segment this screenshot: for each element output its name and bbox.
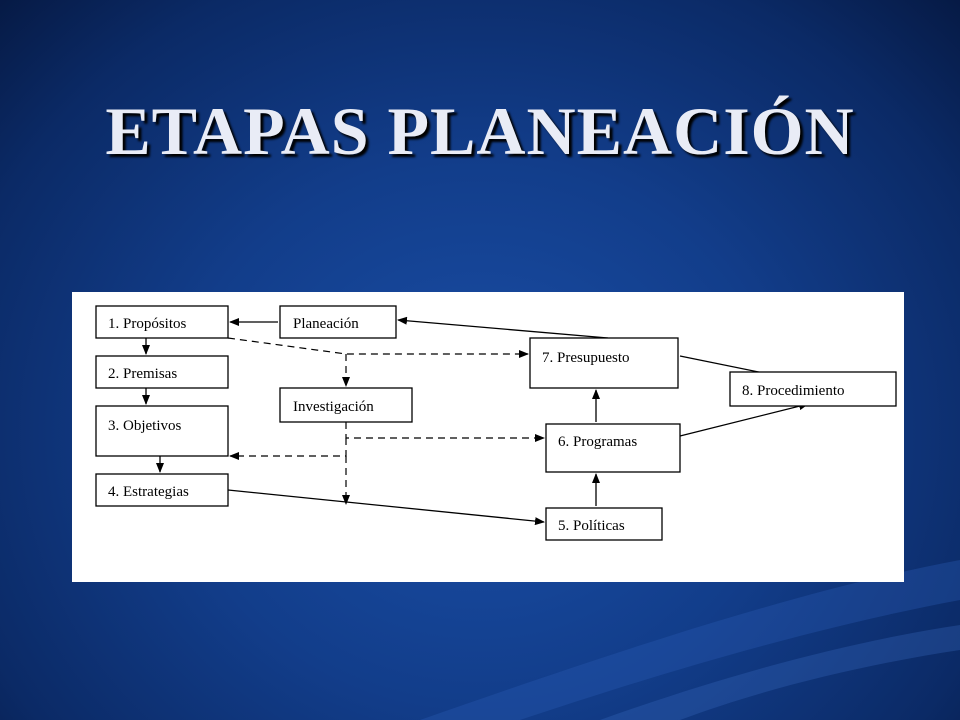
- node-label: 2. Premisas: [108, 366, 177, 382]
- diagram-panel: 1. Propósitos Planeación 2. Premisas Inv…: [72, 292, 904, 582]
- node-objetivos: 3. Objetivos: [95, 405, 229, 457]
- node-propositos: 1. Propósitos: [95, 305, 229, 339]
- node-label: Investigación: [293, 399, 374, 415]
- node-label: 3. Objetivos: [108, 418, 181, 434]
- node-label: 5. Políticas: [558, 518, 625, 534]
- node-politicas: 5. Políticas: [545, 507, 663, 541]
- node-label: Planeación: [293, 316, 359, 332]
- node-procedimiento: 8. Procedimiento: [729, 371, 897, 407]
- node-presupuesto: 7. Presupuesto: [529, 337, 679, 389]
- dashed-edges: [227, 337, 545, 505]
- edge-estrategias-politicas: [227, 489, 545, 526]
- node-label: 1. Propósitos: [108, 316, 187, 332]
- node-planeacion: Planeación: [279, 305, 397, 339]
- node-programas: 6. Programas: [545, 423, 681, 473]
- edge-programas-procedimiento: [679, 402, 809, 437]
- node-premisas: 2. Premisas: [95, 355, 229, 389]
- node-investigacion: Investigación: [279, 387, 413, 423]
- node-estrategias: 4. Estrategias: [95, 473, 229, 507]
- edge-investigacion-programas: [345, 422, 545, 442]
- node-label: 7. Presupuesto: [542, 350, 630, 366]
- edge-propositos-presupuesto: [227, 337, 529, 358]
- node-label: 8. Procedimiento: [742, 383, 844, 399]
- edge-investigacion-objetivos: [229, 438, 347, 460]
- solid-edges: [142, 316, 809, 526]
- edge-presupuesto-planeacion: [397, 316, 609, 339]
- node-label: 6. Programas: [558, 434, 637, 450]
- node-label: 4. Estrategias: [108, 484, 189, 500]
- slide-title: ETAPAS PLANEACIÓN: [105, 93, 855, 169]
- planning-stages-diagram: 1. Propósitos Planeación 2. Premisas Inv…: [95, 305, 897, 541]
